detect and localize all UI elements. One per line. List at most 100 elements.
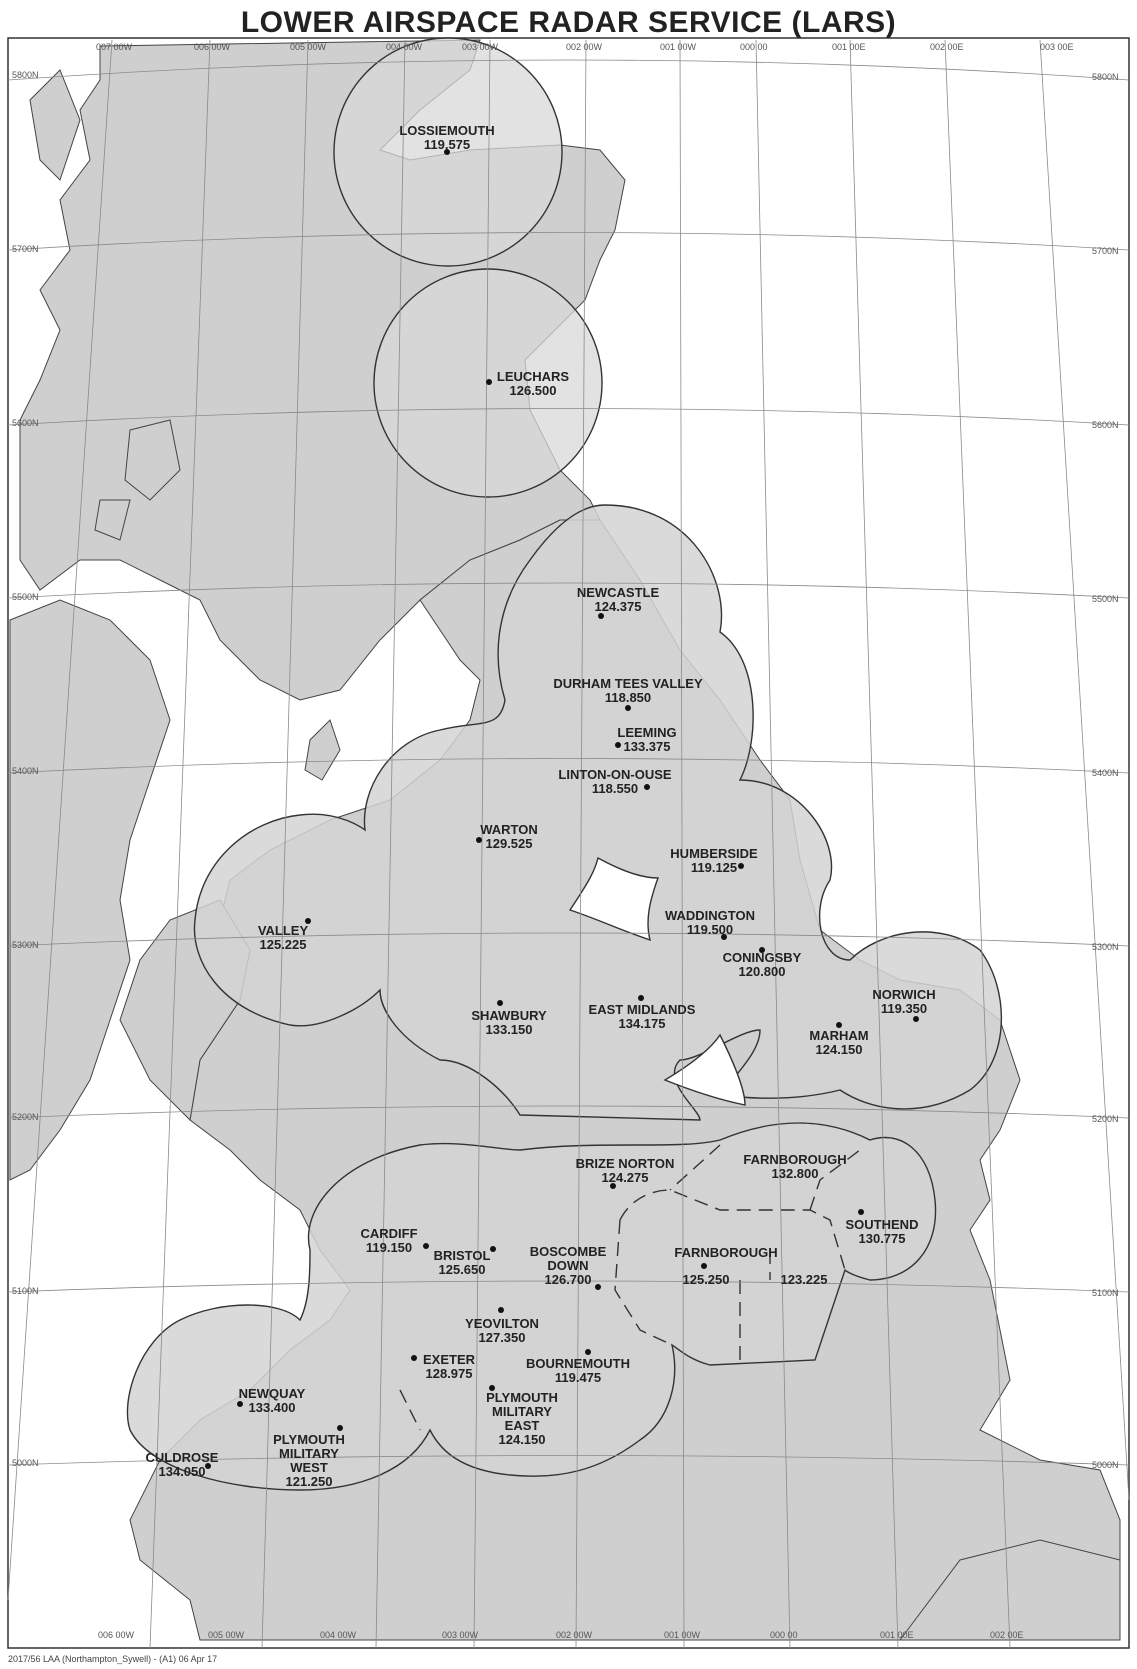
station-name: SOUTHEND (846, 1217, 919, 1232)
station-newcastle[interactable]: NEWCASTLE 124.375 (577, 585, 660, 619)
station-culdrose[interactable]: CULDROSE 134.050 (146, 1450, 219, 1479)
station-freq: 132.800 (772, 1166, 819, 1181)
land-islands-1 (29, 69, 81, 181)
station-freq: 127.350 (479, 1330, 526, 1345)
station-plymouth-military-east[interactable]: PLYMOUTH MILITARY EAST 124.150 (486, 1385, 558, 1447)
station-name: EXETER (423, 1352, 476, 1367)
lon-bottom-2: 004 00W (320, 1630, 357, 1640)
station-name-line3: EAST (505, 1418, 540, 1433)
station-name: VALLEY (258, 923, 309, 938)
station-east-midlands[interactable]: EAST MIDLANDS 134.175 (589, 995, 696, 1031)
station-cardiff[interactable]: CARDIFF 119.150 (360, 1226, 429, 1255)
station-coningsby[interactable]: CONINGSBY 120.800 (723, 947, 802, 979)
station-marham[interactable]: MARHAM 124.150 (809, 1022, 869, 1057)
zones-group (126, 37, 1002, 1491)
station-freq: 118.550 (592, 781, 638, 796)
station-durham-tees-valley[interactable]: DURHAM TEES VALLEY 118.850 (553, 676, 703, 711)
station-name: PLYMOUTH (486, 1390, 558, 1405)
land-ireland (9, 599, 171, 1181)
station-name: YEOVILTON (465, 1316, 539, 1331)
station-waddington[interactable]: WADDINGTON 119.500 (665, 908, 755, 940)
station-valley[interactable]: VALLEY 125.225 (258, 918, 311, 952)
station-freq: 130.775 (859, 1231, 906, 1246)
station-farnborough-south[interactable]: FARNBOROUGH 125.250 (674, 1245, 777, 1287)
station-name: CULDROSE (146, 1450, 219, 1465)
station-brize-norton[interactable]: BRIZE NORTON 124.275 (576, 1156, 675, 1189)
lat-right-6: 5200N (1092, 1114, 1119, 1124)
station-leeming[interactable]: LEEMING 133.375 (615, 725, 677, 754)
station-name: LEUCHARS (497, 369, 570, 384)
station-name: CONINGSBY (723, 950, 802, 965)
station-name-line3: WEST (290, 1460, 328, 1475)
station-newquay[interactable]: NEWQUAY 133.400 (237, 1386, 306, 1415)
station-name-line2: MILITARY (492, 1404, 552, 1419)
lon-top-6: 001 00W (660, 42, 697, 52)
station-name: DURHAM TEES VALLEY (553, 676, 703, 691)
station-farnborough-north[interactable]: FARNBOROUGH 132.800 (743, 1152, 846, 1181)
map-footer: 2017/56 LAA (Northampton_Sywell) - (A1) … (8, 1654, 218, 1664)
station-name-line2: MILITARY (279, 1446, 339, 1461)
lon-bottom-3: 003 00W (442, 1630, 479, 1640)
station-bournemouth[interactable]: BOURNEMOUTH 119.475 (526, 1349, 630, 1385)
station-name: SHAWBURY (471, 1008, 547, 1023)
station-name: BRISTOL (434, 1248, 491, 1263)
station-plymouth-military-west[interactable]: PLYMOUTH MILITARY WEST 121.250 (273, 1425, 345, 1489)
zone-north-england[interactable] (193, 504, 1002, 1121)
station-freq: 124.150 (816, 1042, 863, 1057)
station-warton[interactable]: WARTON 129.525 (476, 822, 538, 851)
graticule (7, 39, 1130, 1649)
station-norwich[interactable]: NORWICH 119.350 (872, 987, 936, 1022)
lat-left-6: 5200N (12, 1112, 39, 1122)
station-freq: 120.800 (739, 964, 786, 979)
station-yeovilton[interactable]: YEOVILTON 127.350 (465, 1307, 539, 1345)
lon-bottom-7: 001 00E (880, 1630, 914, 1640)
station-freq: 134.175 (619, 1016, 666, 1031)
station-bristol[interactable]: BRISTOL 125.650 (434, 1246, 496, 1277)
station-name: LINTON-ON-OUSE (558, 767, 671, 782)
station-freq: 126.700 (545, 1272, 592, 1287)
station-name: NEWQUAY (239, 1386, 306, 1401)
station-freq: 134.050 (159, 1464, 206, 1479)
lon-top-9: 002 00E (930, 42, 964, 52)
lon-top-7: 000 00 (740, 42, 768, 52)
station-name: WARTON (480, 822, 538, 837)
zone-south-england[interactable] (126, 1122, 937, 1491)
station-name: FARNBOROUGH (743, 1152, 846, 1167)
stations-group: LOSSIEMOUTH 119.575 LEUCHARS 126.500 NEW… (146, 123, 936, 1489)
lat-right-2: 5600N (1092, 420, 1119, 430)
station-name: WADDINGTON (665, 908, 755, 923)
station-humberside[interactable]: HUMBERSIDE 119.125 (670, 846, 758, 875)
station-freq: 121.250 (286, 1474, 333, 1489)
station-name: CARDIFF (360, 1226, 417, 1241)
station-freq: 119.350 (881, 1001, 927, 1016)
lon-top-4: 003 00W (462, 42, 499, 52)
grid-labels: 007 00W 006 00W 005 00W 004 00W 003 00W … (12, 42, 1119, 1640)
lat-right-7: 5100N (1092, 1288, 1119, 1298)
lon-bottom-1: 005 00W (208, 1630, 245, 1640)
station-freq: 123.225 (781, 1272, 828, 1287)
land-islands-3 (94, 499, 131, 541)
station-linton-on-ouse[interactable]: LINTON-ON-OUSE 118.550 (558, 767, 671, 796)
lat-right-3: 5500N (1092, 594, 1119, 604)
lat-right-4: 5400N (1092, 768, 1119, 778)
station-name-line2: DOWN (547, 1258, 588, 1273)
station-shawbury[interactable]: SHAWBURY 133.150 (471, 1000, 547, 1037)
lon-top-1: 006 00W (194, 42, 231, 52)
station-southend[interactable]: SOUTHEND 130.775 (846, 1209, 919, 1246)
station-leuchars[interactable]: LEUCHARS 126.500 (486, 369, 569, 398)
station-name: LEEMING (617, 725, 676, 740)
station-name: BOSCOMBE (530, 1244, 607, 1259)
station-farnborough-east[interactable]: 123.225 (781, 1272, 828, 1287)
land-isle-of-man (304, 719, 341, 781)
lon-top-2: 005 00W (290, 42, 327, 52)
station-freq: 119.575 (424, 137, 470, 152)
station-lossiemouth[interactable]: LOSSIEMOUTH 119.575 (399, 123, 495, 155)
station-name: NEWCASTLE (577, 585, 660, 600)
station-boscombe-down[interactable]: BOSCOMBE DOWN 126.700 (530, 1244, 607, 1290)
zone-gap-east (663, 1033, 746, 1106)
lat-right-5: 5300N (1092, 942, 1119, 952)
station-exeter[interactable]: EXETER 128.975 (411, 1352, 476, 1381)
station-freq: 128.975 (426, 1366, 473, 1381)
